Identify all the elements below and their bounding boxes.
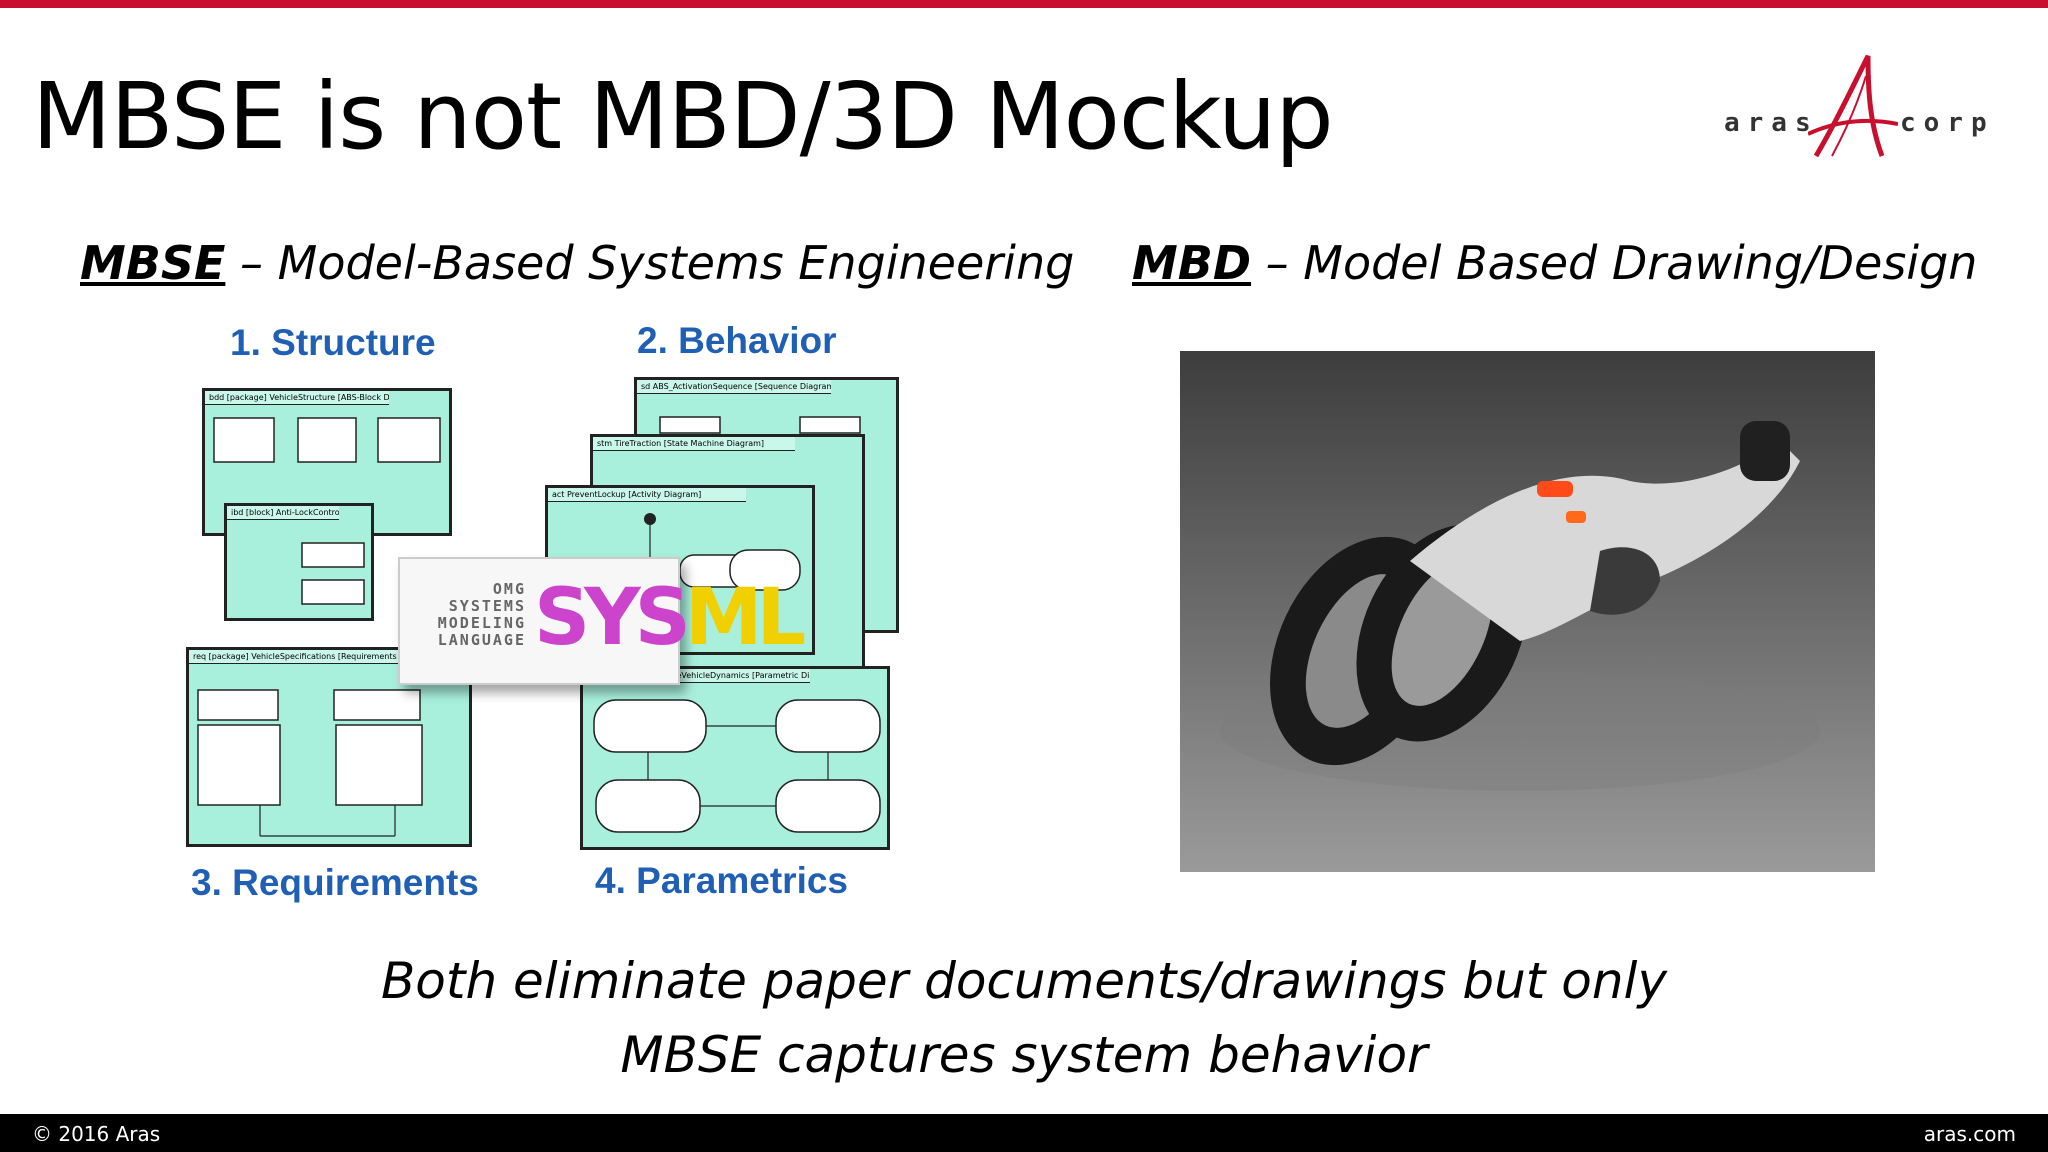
- aras-corp-logo: aras corp: [1700, 52, 2000, 162]
- website-link[interactable]: aras.com: [1923, 1122, 2016, 1146]
- aras-a-mark-icon: [1808, 54, 1898, 158]
- diagram-header: bdd [package] VehicleStructure [ABS-Bloc…: [205, 391, 389, 405]
- logo-right-word: corp: [1900, 108, 1995, 138]
- mbd-definition: – Model Based Drawing/Design: [1251, 236, 1978, 290]
- mbd-abbr: MBD: [1132, 236, 1252, 290]
- conclusion-line-1: Both eliminate paper documents/drawings …: [380, 952, 1668, 1010]
- mbse-abbr: MBSE: [80, 236, 226, 290]
- copyright-text: © 2016 Aras: [32, 1122, 161, 1146]
- logo-left-word: aras: [1724, 108, 1819, 138]
- parametrics-label: 4. Parametrics: [595, 860, 849, 901]
- diagram-header: act PreventLockup [Activity Diagram]: [548, 488, 747, 502]
- diagram-header: req [package] VehicleSpecifications [Req…: [189, 650, 399, 664]
- sysml-logo-mark: SYSML: [534, 573, 806, 663]
- sysml-logo: OMG SYSTEMS MODELING LANGUAGE SYSML: [398, 557, 806, 685]
- mbse-heading: MBSE – Model-Based Systems Engineering: [80, 236, 1074, 290]
- structure-label: 1. Structure: [230, 322, 436, 363]
- sysml-mark-ml: ML: [684, 573, 806, 663]
- behavior-label: 2. Behavior: [637, 320, 837, 361]
- diagram-header: sd ABS_ActivationSequence [Sequence Diag…: [637, 380, 832, 394]
- motorcycle-3d-render: [1180, 351, 1875, 872]
- motorcycle-icon: [1220, 421, 1820, 791]
- mbd-heading: MBD – Model Based Drawing/Design: [1132, 236, 1977, 290]
- footer-bar: © 2016 Aras aras.com: [0, 1114, 2048, 1152]
- mbse-definition: – Model-Based Systems Engineering: [225, 236, 1075, 290]
- slide-title: MBSE is not MBD/3D Mockup: [32, 63, 1334, 170]
- sysml-mark-sys: SYS: [534, 573, 691, 663]
- requirements-label: 3. Requirements: [191, 862, 479, 903]
- sysml-logo-text: OMG SYSTEMS MODELING LANGUAGE: [437, 580, 526, 649]
- diagram-header: ibd [block] Anti-LockController [Interna…: [227, 506, 339, 520]
- conclusion-line-2: MBSE captures system behavior: [620, 1026, 1428, 1084]
- top-accent-bar: [0, 0, 2048, 8]
- diagram-header: stm TireTraction [State Machine Diagram]: [593, 437, 795, 451]
